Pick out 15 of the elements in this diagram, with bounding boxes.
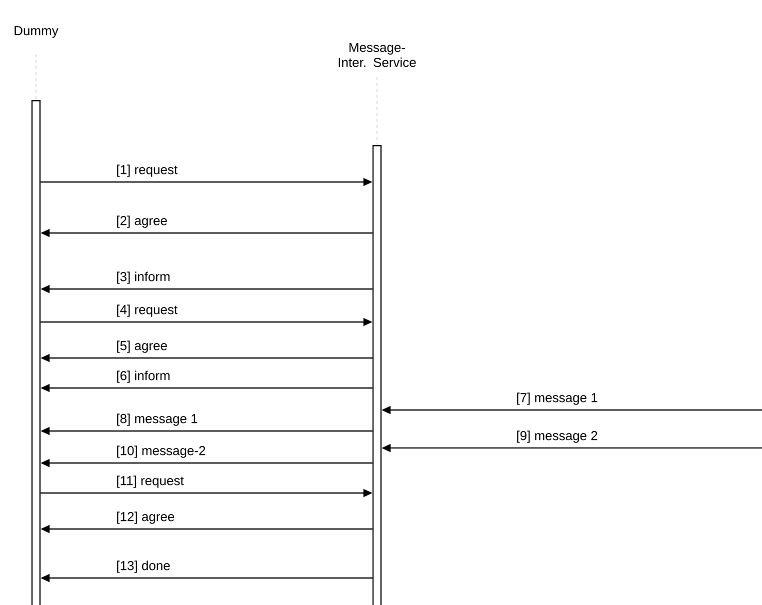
edge-label: [1] request (117, 164, 178, 177)
edge-label: [12] agree (117, 512, 174, 524)
edge-label: [3] inform (117, 272, 170, 284)
edge-label: [10] message-2 (117, 446, 206, 458)
edge-label: [9] message 2 (517, 430, 598, 443)
edge-label: [7] message 1 (517, 392, 598, 405)
edge-label: [4] request (117, 304, 178, 317)
edge-label: [5] agree (117, 340, 167, 353)
edge-label: [11] request (117, 476, 184, 488)
edge-label: [2] agree (117, 216, 167, 228)
lifeline-heading: Dummy (14, 26, 58, 38)
edge-label: [13] done (117, 560, 170, 573)
lifeline-heading: Message-Inter. Service (338, 42, 416, 68)
edge-label: [8] message 1 (117, 414, 198, 426)
edge-label: [6] inform (117, 370, 170, 383)
